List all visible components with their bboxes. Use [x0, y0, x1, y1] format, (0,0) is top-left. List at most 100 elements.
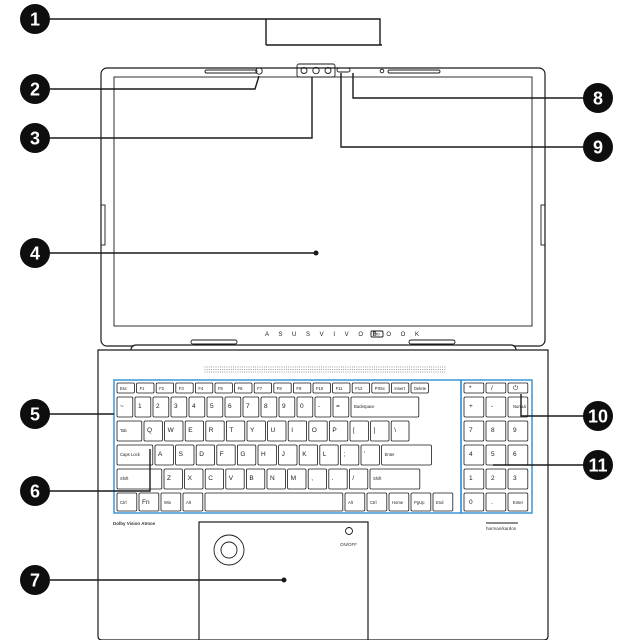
keyboard-key: P	[328, 420, 349, 442]
keyboard-key: J	[278, 444, 298, 466]
key-label: H	[261, 451, 266, 458]
speaker-hole	[285, 369, 287, 370]
key-cap	[260, 396, 278, 418]
callout-4: 4	[20, 238, 50, 268]
key-cap	[390, 382, 410, 394]
key-cap	[267, 420, 287, 442]
keyboard-key: 6	[224, 396, 242, 418]
keyboard-key: F1	[136, 382, 155, 394]
numpad-key: 5	[485, 444, 507, 466]
key-label: 2	[156, 403, 160, 410]
key-cap	[154, 444, 174, 466]
brand-badge: Pro	[373, 332, 380, 337]
speaker-hole	[365, 366, 367, 368]
speaker-hole	[387, 366, 389, 368]
key-cap	[184, 468, 204, 490]
keyboard-key: Z	[163, 468, 183, 490]
keyboard-key: End	[432, 492, 454, 512]
key-cap	[278, 396, 296, 418]
speaker-hole	[292, 366, 294, 368]
speaker-hole	[228, 371, 230, 373]
key-cap	[507, 382, 529, 394]
key-cap	[463, 382, 485, 394]
key-cap	[195, 444, 215, 466]
speaker-hole	[417, 369, 419, 370]
speaker-hole	[257, 371, 259, 373]
key-label: O	[312, 427, 317, 434]
speaker-hole	[279, 366, 281, 368]
speaker-hole	[345, 366, 347, 368]
speaker-hole	[244, 371, 246, 373]
key-label: K	[302, 451, 307, 458]
speaker-hole	[371, 366, 373, 368]
key-label: F6	[238, 386, 244, 391]
callout-badge	[20, 123, 50, 153]
keyboard-key: [	[349, 420, 369, 442]
keyboard-key: H	[257, 444, 277, 466]
speaker-hole	[411, 366, 413, 368]
keyboard-key: Tab	[116, 420, 143, 442]
key-label: P	[332, 427, 336, 434]
speaker-hole	[435, 366, 437, 368]
speaker-hole	[367, 369, 369, 370]
leader-10	[520, 394, 584, 417]
keyboard-key: Y	[246, 420, 266, 442]
key-cap	[463, 468, 485, 490]
key-cap	[369, 468, 421, 490]
speaker-hole	[398, 369, 400, 370]
callout-number: 1	[30, 10, 40, 30]
key-label: =	[336, 403, 340, 410]
key-label: F12	[355, 386, 363, 391]
key-label: I	[291, 427, 293, 434]
keyboard-key: 7	[242, 396, 260, 418]
numpad-key: 3	[507, 468, 529, 490]
hinge-cap-left	[190, 339, 238, 345]
speaker-hole	[219, 371, 221, 373]
speaker-hole	[382, 369, 384, 370]
numpad-key: -	[485, 396, 507, 418]
speaker-hole	[428, 371, 430, 373]
numpad-label: 6	[513, 451, 517, 458]
brand-text: A S U S V I V O B O O K	[265, 332, 423, 338]
key-label: Shift	[120, 476, 129, 481]
keyboard-key: F2	[155, 382, 174, 394]
keyboard-key: F11	[332, 382, 351, 394]
speaker-hole	[296, 371, 298, 373]
speaker-hole	[358, 366, 360, 368]
speaker-hole	[442, 369, 444, 370]
speaker-hole	[211, 369, 213, 370]
key-label: ]	[374, 427, 376, 434]
key-cap	[175, 382, 194, 394]
speaker-hole	[382, 366, 384, 368]
callout-number: 11	[588, 456, 607, 476]
numpad-label: 9	[513, 427, 517, 434]
speaker-hole	[384, 371, 386, 373]
key-cap	[332, 396, 350, 418]
keyboard-key: 1	[134, 396, 152, 418]
lid-outer	[100, 67, 546, 347]
key-cap	[485, 444, 507, 466]
key-label: '	[364, 451, 365, 458]
keyboard-key	[204, 492, 344, 512]
key-cap	[410, 382, 429, 394]
laptop-lid	[100, 63, 546, 347]
speaker-hole	[230, 371, 232, 373]
key-cap	[388, 492, 410, 512]
speaker-hole	[420, 366, 422, 368]
speaker-hole	[290, 366, 292, 368]
numpad-key: 4	[463, 444, 485, 466]
key-cap	[328, 468, 348, 490]
speaker-hole	[323, 366, 325, 368]
key-cap	[507, 492, 529, 512]
speaker-hole	[259, 369, 261, 370]
lid-side-right	[540, 204, 546, 246]
speaker-hole	[406, 369, 408, 370]
speaker-hole	[338, 366, 340, 368]
speaker-hole	[274, 371, 276, 373]
speaker-hole	[226, 371, 228, 373]
callout-8: 8	[583, 83, 613, 113]
speaker-hole	[257, 369, 259, 370]
speaker-hole	[369, 369, 371, 370]
